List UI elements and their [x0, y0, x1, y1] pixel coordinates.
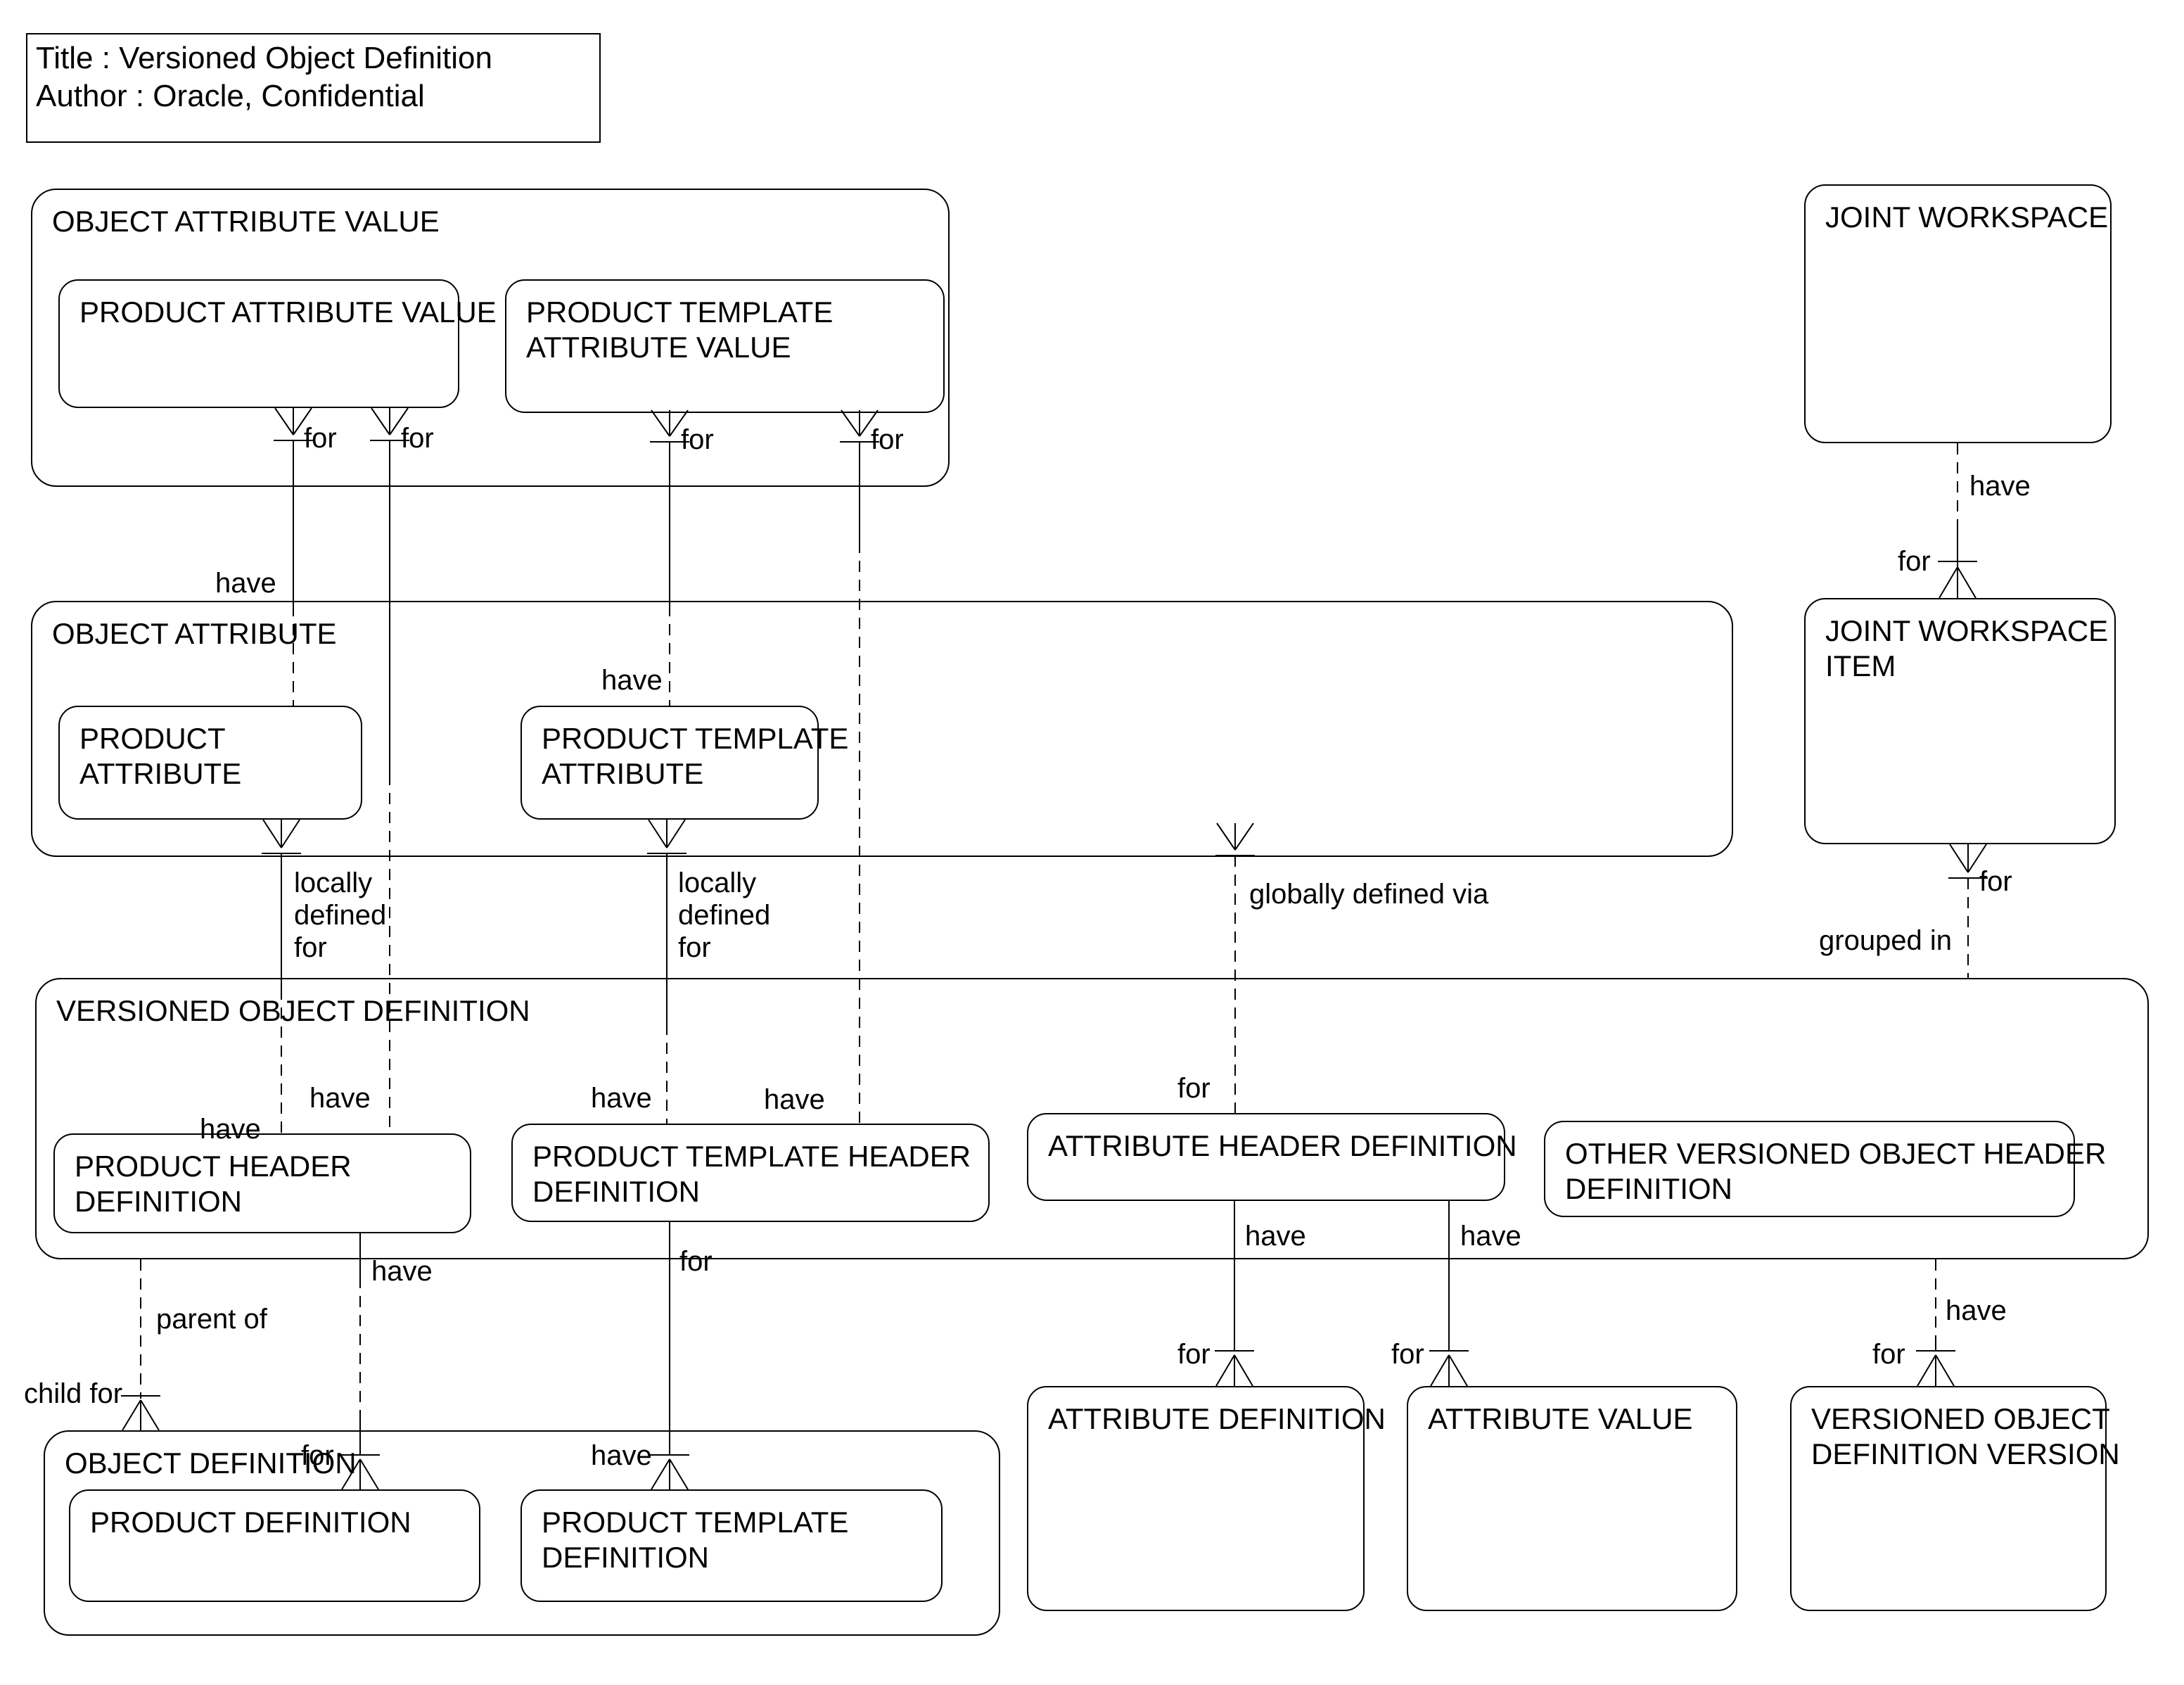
rel-label-ahd-ad-to: for	[1177, 1339, 1211, 1370]
entity-label: OBJECT DEFINITION	[65, 1446, 357, 1480]
rel-label-ahd-ad-from: have	[1245, 1221, 1306, 1252]
rel-label-vod-od-from: parent of	[156, 1304, 267, 1335]
rel-label-vod-vodv-from: have	[1946, 1295, 2007, 1326]
entity-label: JOINT WORKSPACE	[1825, 614, 2109, 647]
entity-label: PRODUCT HEADER	[75, 1150, 352, 1183]
rel-label-pthd-ptd-to: have	[591, 1440, 652, 1471]
rel-label-jwi-vod-to: grouped in	[1819, 925, 1953, 956]
entity-label: DEFINITION	[532, 1175, 700, 1208]
entity-label: ATTRIBUTE VALUE	[1428, 1402, 1693, 1435]
entity-attribute-definition[interactable]: ATTRIBUTE DEFINITION	[1027, 1386, 1386, 1611]
diagram-title: Title : Versioned Object Definition	[36, 41, 492, 75]
entity-label: PRODUCT DEFINITION	[90, 1506, 411, 1539]
rel-label-pa-phd-from: locally defined for	[294, 867, 387, 963]
rel-label-pa-phd-to: have	[200, 1114, 261, 1145]
rel-label-jw-jwi-from: have	[1969, 471, 2031, 502]
entity-label: PRODUCT TEMPLATE HEADER	[532, 1140, 971, 1173]
entity-attribute-value[interactable]: ATTRIBUTE VALUE	[1407, 1386, 1737, 1611]
rel-label-pav-pa-from: for	[304, 423, 337, 454]
entity-label: ATTRIBUTE	[79, 757, 242, 790]
entity-label: DEFINITION	[1565, 1172, 1732, 1205]
entity-label: PRODUCT	[79, 722, 226, 755]
entity-joint-workspace[interactable]: JOINT WORKSPACE	[1804, 184, 2112, 443]
entity-label: VERSIONED OBJECT DEFINITION	[56, 994, 530, 1027]
rel-label-vod-od-to: child for	[24, 1378, 123, 1409]
entity-label: PRODUCT ATTRIBUTE VALUE	[79, 295, 497, 329]
entity-label: ITEM	[1825, 649, 1896, 682]
entity-label: ATTRIBUTE	[542, 757, 704, 790]
entity-label: DEFINITION	[542, 1541, 709, 1574]
rel-label-jw-jwi-to: for	[1898, 546, 1931, 577]
entity-label: OBJECT ATTRIBUTE	[52, 617, 337, 650]
rel-label-pav-pa-to: have	[215, 568, 276, 599]
rel-label-ptav-pthd-from: for	[871, 424, 904, 455]
entity-label: DEFINITION VERSION	[1811, 1437, 2120, 1470]
rel-label-ptav-pta-from: for	[681, 424, 714, 455]
entity-product-definition[interactable]: PRODUCT DEFINITION	[69, 1489, 480, 1602]
entity-label: PRODUCT TEMPLATE	[526, 295, 834, 329]
rel-label-ptav-pta-to: have	[601, 665, 663, 696]
rel-label-phd-pd-to: for	[301, 1440, 334, 1471]
rel-label-phd-pd-from: have	[371, 1256, 433, 1287]
rel-label-pav-phd-from: for	[401, 423, 434, 454]
entity-label: PRODUCT TEMPLATE	[542, 722, 849, 755]
rel-label-pthd-ptd-from: for	[679, 1246, 713, 1277]
rel-label-vod-vodv-to: for	[1872, 1339, 1905, 1370]
entity-label: ATTRIBUTE VALUE	[526, 331, 791, 364]
entity-attribute-header-definition[interactable]: ATTRIBUTE HEADER DEFINITION	[1027, 1113, 1517, 1201]
entity-label: ATTRIBUTE DEFINITION	[1048, 1402, 1386, 1435]
entity-label: VERSIONED OBJECT	[1811, 1402, 2110, 1435]
entity-label: OBJECT ATTRIBUTE VALUE	[52, 205, 440, 238]
rel-label-ptav-pthd-to: have	[764, 1084, 825, 1115]
rel-label-pta-pthd-to: have	[591, 1083, 652, 1114]
entity-label: JOINT WORKSPACE	[1825, 201, 2109, 234]
diagram-author: Author : Oracle, Confidential	[36, 79, 425, 113]
diagram-title-box: Title : Versioned Object Definition Auth…	[26, 33, 601, 143]
rel-label-pta-pthd-from: locally defined for	[678, 867, 771, 963]
entity-label: ATTRIBUTE HEADER DEFINITION	[1048, 1129, 1517, 1162]
rel-label-ahd-av-from: have	[1460, 1221, 1521, 1252]
entity-label: OTHER VERSIONED OBJECT HEADER	[1565, 1137, 2107, 1170]
rel-label-pav-phd-to: have	[309, 1083, 371, 1114]
rel-label-oa-ahd-from: globally defined via	[1249, 879, 1489, 910]
rel-label-ahd-av-to: for	[1391, 1339, 1424, 1370]
entity-label: PRODUCT TEMPLATE	[542, 1506, 849, 1539]
entity-label: DEFINITION	[75, 1185, 242, 1218]
rel-label-oa-ahd-to: for	[1177, 1073, 1211, 1104]
rel-label-jwi-vod-from: for	[1979, 866, 2012, 897]
entity-product-attribute-value[interactable]: PRODUCT ATTRIBUTE VALUE	[58, 279, 497, 408]
